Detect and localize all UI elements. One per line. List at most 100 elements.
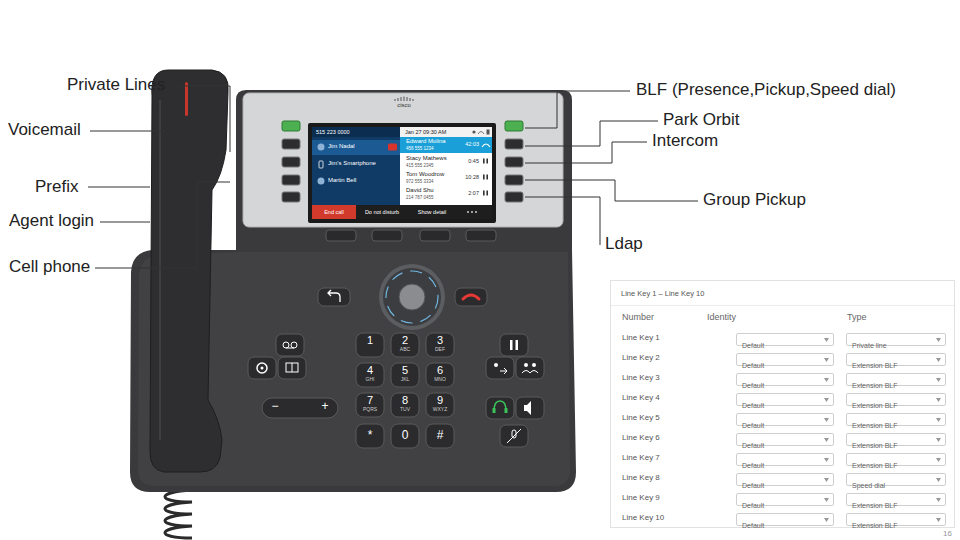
type-dropdown: Extension BLF [846, 493, 946, 506]
keypad-key [391, 363, 419, 387]
call-timer: 10:28 [465, 174, 479, 180]
brand-logo: cisco [397, 102, 411, 109]
callout-label: Voicemail [8, 120, 81, 140]
brand-mark [401, 97, 402, 101]
back-button [318, 288, 350, 306]
function-key [500, 425, 528, 447]
phone-screen [482, 144, 490, 147]
brand-mark [410, 98, 411, 101]
dropdown-caret [936, 458, 941, 462]
dropdown-caret [824, 478, 829, 482]
leader-line [525, 142, 647, 163]
phone-screen [486, 159, 488, 164]
dropdown-caret [824, 418, 829, 422]
phone-screen [483, 191, 485, 196]
phone-screen [471, 211, 473, 213]
dropdown-caret [936, 418, 941, 422]
identity-dropdown: Default [736, 513, 834, 526]
call-number: 214 787 0455 [406, 195, 434, 200]
dropdown-caret [824, 518, 829, 522]
dropdown-caret [824, 378, 829, 382]
row-label: Line Key 7 [622, 453, 660, 462]
dropdown-caret [936, 358, 941, 362]
dropdown-value: Extension BLF [852, 500, 898, 511]
brand-mark [395, 99, 396, 101]
phone-screen [478, 132, 484, 135]
row-label: Line Key 6 [622, 433, 660, 442]
key-letters: GHI [366, 377, 375, 383]
identity-dropdown: Default [736, 493, 834, 506]
brand-mark [413, 99, 414, 101]
dropdown-caret [936, 418, 941, 422]
row-label: Line Key 3 [622, 373, 660, 382]
leader-line [88, 187, 150, 188]
keypad-key [391, 393, 419, 417]
dropdown-value: Default [742, 400, 764, 411]
dropdown-caret [824, 338, 829, 342]
dropdown-caret [936, 498, 941, 502]
phone-screen [312, 127, 400, 137]
call-name: Tom Woodrow [406, 171, 444, 178]
column-header: Number [622, 312, 654, 322]
line-key [282, 157, 300, 167]
dropdown-caret [824, 398, 829, 402]
screen-clock: Jan 27 09:30 AM [405, 129, 446, 135]
dropdown-caret [936, 458, 941, 462]
line-key [505, 192, 523, 202]
navigation-cluster [379, 264, 445, 330]
dropdown-caret [936, 338, 941, 342]
callout-label: Intercom [652, 131, 718, 151]
type-dropdown: Extension BLF [846, 353, 946, 366]
brand-mark [404, 97, 405, 102]
dropdown-caret [824, 498, 829, 502]
function-key [516, 357, 544, 379]
dropdown-value: Extension BLF [852, 360, 898, 371]
phone-screen [312, 205, 356, 219]
row-label: Line Key 1 [622, 333, 660, 342]
row-label: Line Key 9 [622, 493, 660, 502]
dropdown-value: Default [742, 460, 764, 471]
end-call-button [455, 288, 487, 306]
softkey-button [420, 230, 450, 241]
leader-line [90, 131, 165, 132]
key-letters: PQRS [363, 407, 377, 413]
call-timer: 0:45 [468, 158, 479, 164]
key-digit: 1 [367, 334, 373, 347]
key-digit: # [437, 429, 444, 443]
row-label: Line Key 2 [622, 353, 660, 362]
function-key [505, 408, 508, 413]
phone-screen [312, 127, 400, 205]
function-key [261, 367, 264, 370]
leader-line [525, 91, 630, 128]
screen-bezel [243, 93, 563, 227]
call-number: 972 555 3334 [406, 179, 434, 184]
function-key [510, 340, 513, 350]
dropdown-caret [824, 518, 829, 522]
softkey-button [372, 230, 402, 241]
function-key [493, 408, 496, 413]
call-timer: 42:03 [465, 141, 479, 147]
dropdown-caret [936, 438, 941, 442]
identity-dropdown: Default [736, 333, 834, 346]
screen-bezel [243, 93, 563, 227]
leader-line [180, 86, 230, 152]
dropdown-caret [936, 378, 941, 382]
key-digit: 0 [402, 429, 409, 443]
keypad-key [356, 363, 384, 387]
handset [185, 82, 188, 116]
callout-label: Private Lines [67, 75, 165, 95]
type-dropdown: Extension BLF [846, 393, 946, 406]
call-number: 456 555 1234 [406, 146, 434, 151]
callout-label: Park Orbit [663, 110, 740, 130]
leader-line [525, 197, 600, 245]
function-key [494, 401, 506, 411]
leader-line [525, 180, 698, 201]
keypad-key [426, 333, 454, 357]
type-dropdown: Extension BLF [846, 453, 946, 466]
column-header: Type [847, 312, 867, 322]
navigation-cluster [386, 271, 438, 323]
key-digit: 5 [402, 364, 408, 377]
navigation-cluster [383, 268, 441, 326]
leader-line [95, 182, 230, 268]
type-dropdown: Extension BLF [846, 433, 946, 446]
